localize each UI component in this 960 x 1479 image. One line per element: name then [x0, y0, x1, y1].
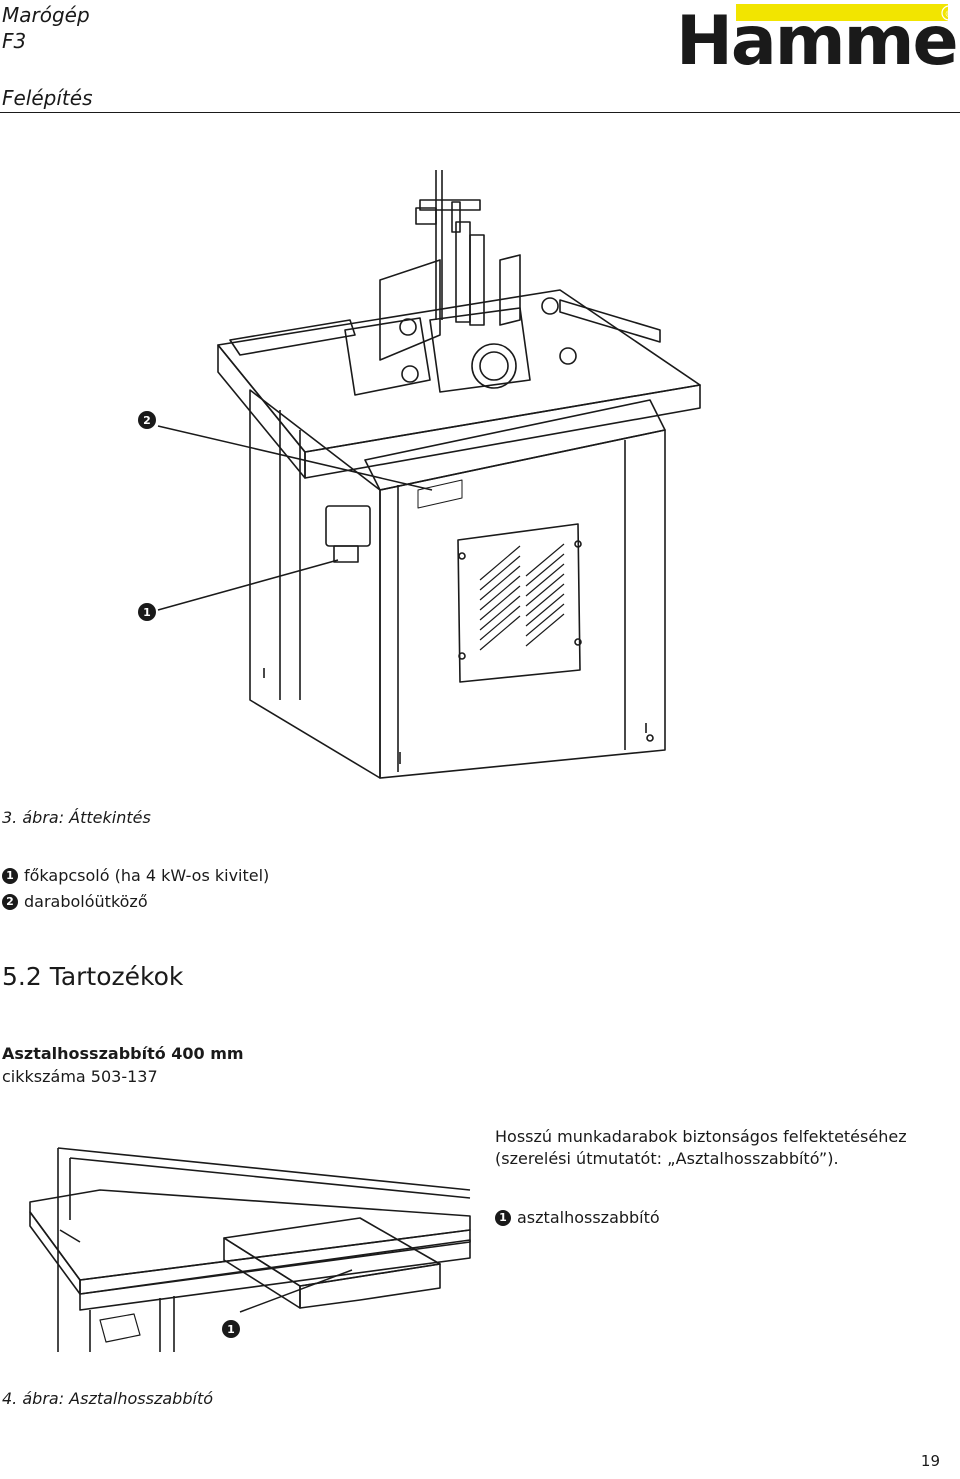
- legend-number: 1: [495, 1209, 511, 1226]
- description-line1: Hosszú munkadarabok biztonságos felfekte…: [495, 1127, 907, 1146]
- accessory-number: cikkszáma 503-137: [2, 1067, 158, 1086]
- legend-number: 1: [2, 867, 18, 884]
- callout-1-figure4: 1: [222, 1320, 240, 1338]
- figure-4-legend-item-1: 1 asztalhosszabbító: [495, 1208, 660, 1227]
- legend-text: darabolóütköző: [24, 892, 148, 911]
- section-title: Felépítés: [2, 86, 93, 110]
- logo-wordmark: Hammer: [676, 2, 960, 70]
- accessory-description: Hosszú munkadarabok biztonságos felfekte…: [495, 1126, 907, 1170]
- legend-text: asztalhosszabbító: [517, 1208, 660, 1227]
- figure-3-legend-item-1: 1 főkapcsoló (ha 4 kW-os kivitel): [2, 866, 269, 885]
- figure-3-caption: 3. ábra: Áttekintés: [2, 808, 151, 827]
- hammer-logo: Hammer ®: [672, 0, 960, 81]
- document-title-line2: F3: [2, 29, 27, 53]
- callout-2-figure3: 2: [138, 411, 156, 429]
- document-title-line1: Marógép: [2, 3, 90, 27]
- logo-registered-mark: ®: [945, 10, 954, 20]
- callout-1-figure3: 1: [138, 603, 156, 621]
- description-line2: (szerelési útmutatót: „Asztalhosszabbító…: [495, 1149, 839, 1168]
- figure-3-overview: [0, 160, 960, 800]
- legend-text: főkapcsoló (ha 4 kW-os kivitel): [24, 866, 270, 885]
- section-5-2-heading: 5.2 Tartozékok: [2, 962, 184, 991]
- page-number: 19: [920, 1452, 940, 1470]
- header-divider: [0, 112, 960, 113]
- figure-4-caption: 4. ábra: Asztalhosszabbító: [2, 1389, 213, 1408]
- document-title: Marógép F3: [2, 2, 90, 54]
- accessory-name: Asztalhosszabbító 400 mm: [2, 1044, 244, 1063]
- figure-3-legend-item-2: 2 darabolóütköző: [2, 892, 148, 911]
- figure-4-table-extension: [0, 1130, 480, 1360]
- legend-number: 2: [2, 893, 18, 910]
